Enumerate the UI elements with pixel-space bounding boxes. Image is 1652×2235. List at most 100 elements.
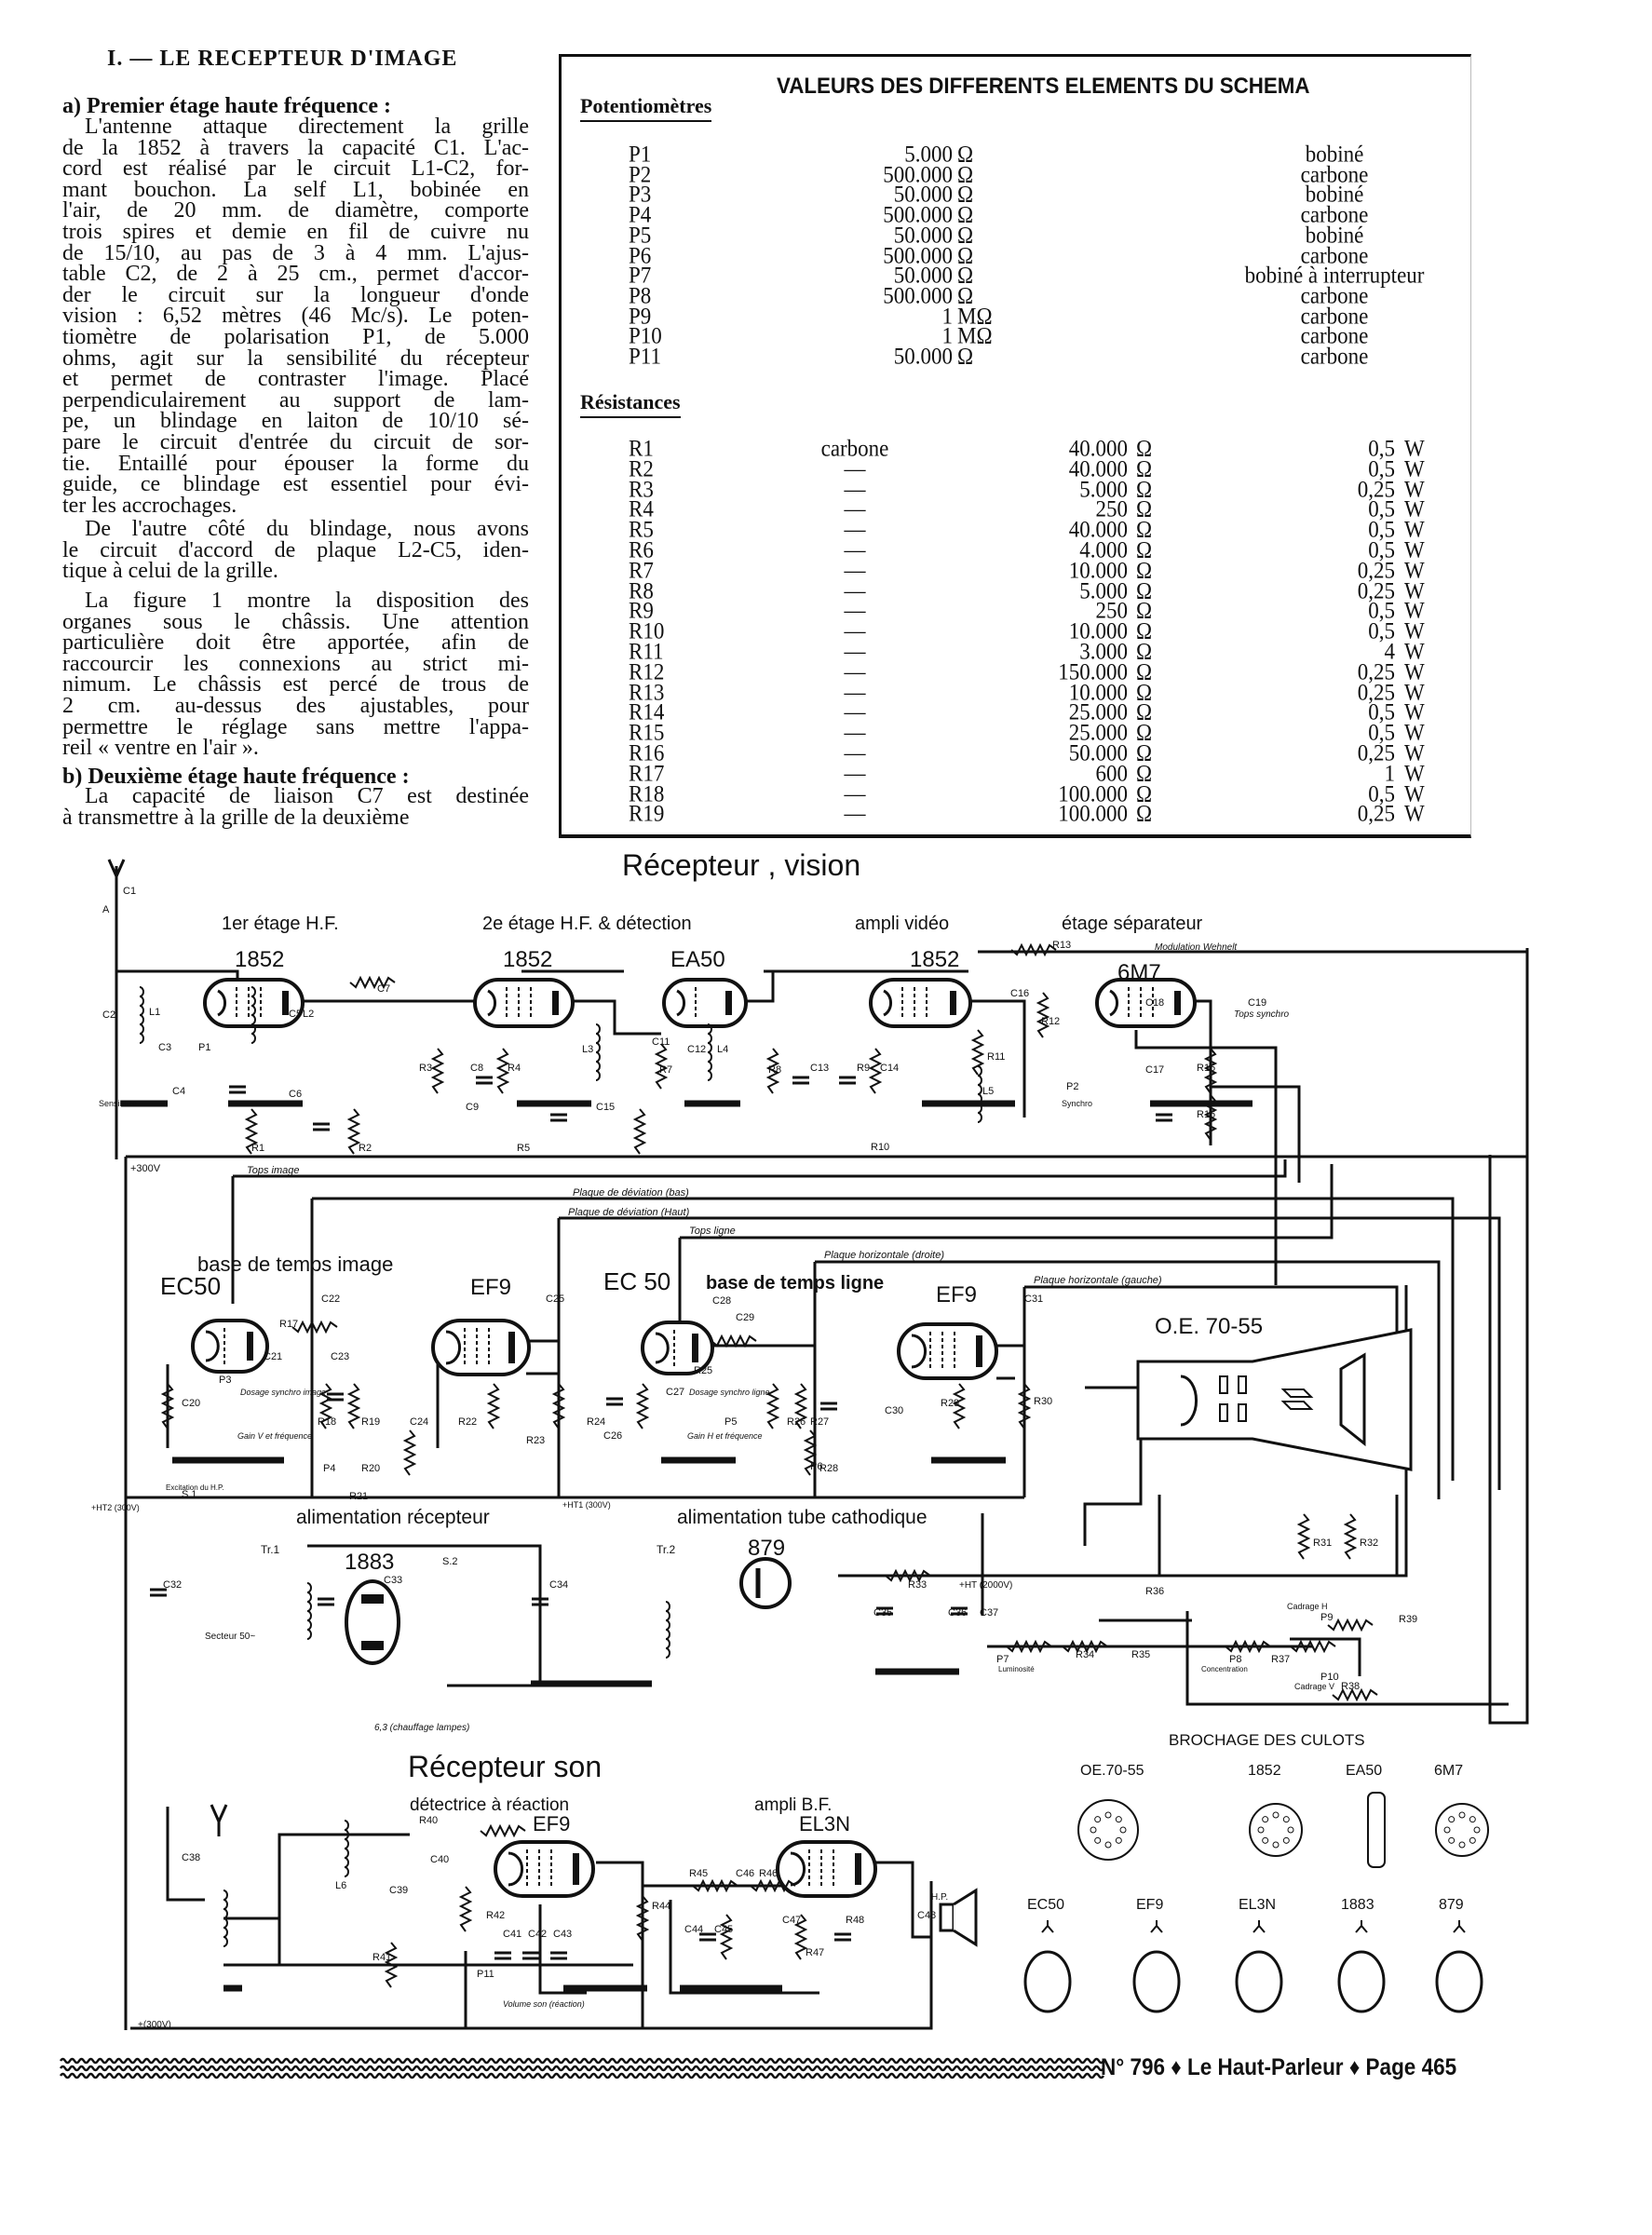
wattage-unit: W bbox=[1404, 679, 1425, 705]
component-label: P10 bbox=[1320, 1672, 1339, 1683]
label-base-temps-image: base de temps image bbox=[197, 1253, 393, 1276]
capacitor-symbol bbox=[150, 1588, 167, 1597]
component-label: R4 bbox=[508, 1063, 521, 1074]
resistor-symbol bbox=[346, 1108, 361, 1155]
label-volume: Volume son (réaction) bbox=[503, 1999, 585, 2009]
wattage-unit: W bbox=[1404, 760, 1425, 786]
socket-label: EC50 bbox=[1027, 1897, 1064, 1913]
component-label: R21 bbox=[349, 1491, 368, 1502]
component-label: C43 bbox=[553, 1929, 572, 1940]
component-label: R13 bbox=[1052, 940, 1071, 951]
component-label: C29 bbox=[736, 1312, 754, 1323]
component-ref: P3 bbox=[629, 182, 652, 208]
wire bbox=[1083, 1386, 1143, 1546]
component-unit: Ω bbox=[957, 343, 974, 369]
capacitor-symbol bbox=[494, 1951, 511, 1960]
component-type: carbone bbox=[1300, 323, 1369, 349]
component-label: C11 bbox=[652, 1036, 670, 1048]
component-label: C23 bbox=[331, 1351, 349, 1362]
schematic-parts bbox=[121, 942, 1378, 1992]
resistor-symbol bbox=[885, 1568, 931, 1583]
component-wattage: 0,25 bbox=[1357, 801, 1395, 827]
component-values-table: VALEURS DES DIFFERENTS ELEMENTS DU SCHEM… bbox=[559, 54, 1471, 838]
component-label: R38 bbox=[1341, 1681, 1360, 1692]
resistor-symbol bbox=[458, 1886, 473, 1932]
component-wattage: 0,25 bbox=[1357, 679, 1395, 705]
component-unit: Ω bbox=[957, 202, 974, 228]
coil-symbol bbox=[595, 1023, 601, 1081]
component-ref: R3 bbox=[629, 476, 654, 502]
component-wattage: 0,25 bbox=[1357, 557, 1395, 583]
component-ref: P5 bbox=[629, 222, 652, 248]
wattage-unit: W bbox=[1404, 536, 1425, 562]
component-label: R22 bbox=[458, 1416, 477, 1428]
component-value: 100.000 bbox=[1058, 780, 1128, 806]
capacitor-symbol bbox=[834, 1932, 851, 1942]
coil-symbol bbox=[223, 1890, 228, 1947]
text-line: à transmettre à la grille de la deuxième bbox=[62, 805, 410, 830]
component-label: R30 bbox=[1034, 1396, 1052, 1407]
component-label: R31 bbox=[1313, 1537, 1332, 1549]
component-ref: R14 bbox=[629, 699, 665, 725]
component-label: L6 bbox=[335, 1880, 346, 1891]
socket-label: EF9 bbox=[1136, 1897, 1163, 1913]
component-ref: R1 bbox=[629, 435, 654, 461]
tube-ea50 bbox=[662, 978, 748, 1028]
component-value: 40.000 bbox=[1068, 435, 1128, 461]
label-gain-v: Gain V et fréquence bbox=[237, 1431, 312, 1441]
component-label: P8 bbox=[1229, 1654, 1241, 1665]
resistor-symbol bbox=[793, 1383, 808, 1429]
component-value: 50.000 bbox=[893, 343, 953, 369]
wire bbox=[312, 1197, 1455, 1481]
label-plus300-son: +(300V) bbox=[138, 2020, 171, 2030]
component-ref: P9 bbox=[629, 303, 652, 329]
component-unit: Ω bbox=[1136, 618, 1153, 644]
wattage-unit: W bbox=[1404, 557, 1425, 583]
label-hp: H.P. bbox=[931, 1892, 948, 1903]
component-wattage: 4 bbox=[1384, 638, 1396, 664]
subheading-deuxieme-etage: b) Deuxième étage haute fréquence : bbox=[62, 765, 410, 789]
wattage-unit: W bbox=[1404, 455, 1425, 481]
component-label: R12 bbox=[1041, 1016, 1060, 1027]
component-unit: Ω bbox=[1136, 720, 1153, 746]
component-label: P1 bbox=[198, 1042, 210, 1053]
component-wattage: 0,5 bbox=[1368, 536, 1395, 562]
capacitor-symbol bbox=[876, 1606, 893, 1616]
text-line: et permet de contraster l'image. Placé bbox=[62, 367, 529, 392]
component-label: C47 bbox=[782, 1915, 801, 1926]
component-unit: Ω bbox=[1136, 760, 1153, 786]
component-unit: Ω bbox=[1136, 658, 1153, 684]
component-label: R35 bbox=[1131, 1649, 1150, 1660]
component-ref: R18 bbox=[629, 780, 665, 806]
component-unit: Ω bbox=[1136, 577, 1153, 603]
text-line: tie. Entaillé pour épouser la forme du bbox=[62, 451, 529, 476]
wire bbox=[538, 1904, 587, 1995]
component-label: P9 bbox=[1320, 1612, 1333, 1623]
component-value: 600 bbox=[1095, 760, 1129, 786]
resistor-symbol bbox=[1343, 1513, 1358, 1560]
text-line: La figure 1 montre la disposition des bbox=[85, 589, 529, 613]
subheading-premier-etage: a) Premier étage haute fréquence : bbox=[62, 94, 391, 118]
resistor-symbol bbox=[346, 1383, 361, 1429]
component-label: R41 bbox=[372, 1952, 391, 1963]
component-ref: R5 bbox=[629, 517, 654, 543]
component-value: 5.000 bbox=[1079, 577, 1128, 603]
label-sensibilite: Sensibilité bbox=[99, 1099, 137, 1108]
label-modulation: Modulation Wehnelt bbox=[1155, 942, 1238, 953]
crt-label: O.E. 70-55 bbox=[1155, 1314, 1263, 1339]
capacitor-symbol bbox=[951, 1606, 968, 1616]
component-wattage: 0,25 bbox=[1357, 577, 1395, 603]
tube-ef9-image bbox=[431, 1319, 531, 1376]
capacitor-symbol bbox=[313, 1122, 330, 1131]
footer-wavy-rule bbox=[59, 2057, 1105, 2079]
component-label: C18 bbox=[1145, 997, 1164, 1009]
component-label: C13 bbox=[810, 1063, 829, 1074]
coil-symbol bbox=[344, 1820, 349, 1877]
component-value: 50.000 bbox=[893, 182, 953, 208]
